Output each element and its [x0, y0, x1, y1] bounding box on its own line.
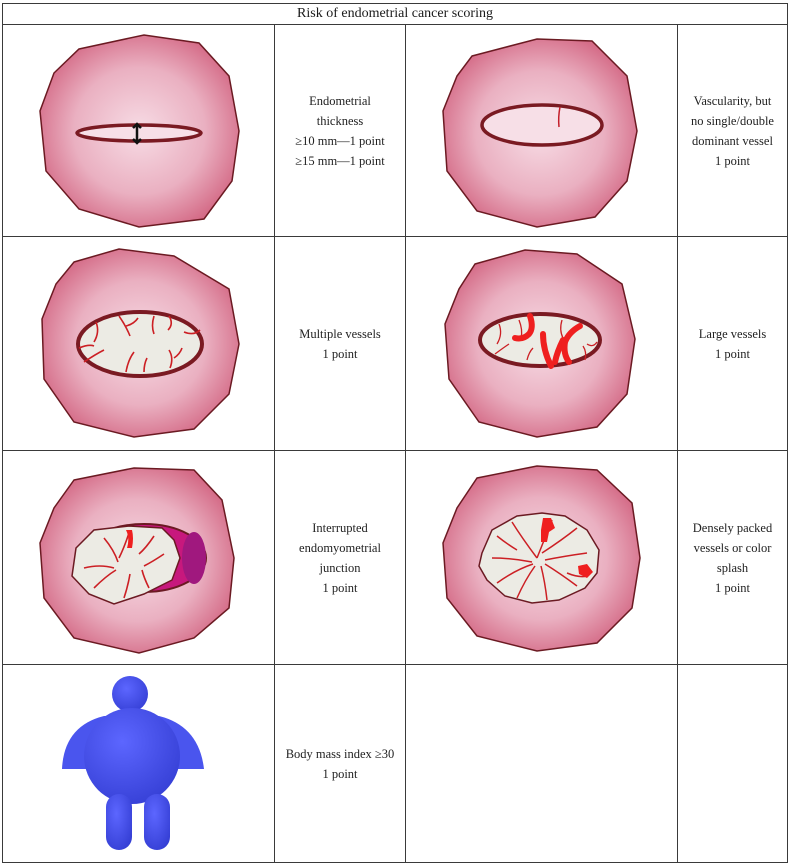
table-row: Multiple vessels 1 point	[2, 236, 788, 451]
criterion-text: Interrupted endomyometrial junction 1 po…	[274, 450, 406, 665]
illustration-cell	[2, 664, 275, 863]
table-row: Endometrial thickness ≥10 mm—1 point ≥15…	[2, 24, 788, 237]
uterus-interrupted-junction-icon	[38, 466, 235, 654]
table-row: Interrupted endomyometrial junction 1 po…	[2, 450, 788, 665]
illustration-cell	[405, 24, 678, 237]
scoring-table: Risk of endometrial cancer scoring Endom…	[2, 3, 788, 863]
table-row: Body mass index ≥30 1 point	[2, 664, 788, 863]
uterus-single-vessel-icon	[441, 37, 638, 228]
illustration-cell	[405, 450, 678, 665]
criterion-text: Multiple vessels 1 point	[274, 236, 406, 451]
illustration-cell	[2, 24, 275, 237]
criterion-text: Endometrial thickness ≥10 mm—1 point ≥15…	[274, 24, 406, 237]
criterion-text: Vascularity, but no single/double domina…	[677, 24, 788, 237]
uterus-multiple-vessels-icon	[40, 247, 240, 438]
illustration-cell	[405, 236, 678, 451]
criterion-text: Densely packed vessels or color splash 1…	[677, 450, 788, 665]
criterion-text: Body mass index ≥30 1 point	[274, 664, 406, 863]
illustration-cell	[2, 236, 275, 451]
empty-cell	[677, 664, 788, 863]
uterus-dense-vessels-color-splash-icon	[441, 464, 641, 652]
table-title: Risk of endometrial cancer scoring	[2, 3, 788, 25]
uterus-thin-endometrium-with-caliper-icon	[38, 33, 240, 228]
illustration-cell	[2, 450, 275, 665]
uterus-large-vessels-icon	[443, 248, 636, 438]
obese-person-figure-icon	[61, 676, 204, 850]
criterion-text: Large vessels 1 point	[677, 236, 788, 451]
empty-cell	[405, 664, 678, 863]
